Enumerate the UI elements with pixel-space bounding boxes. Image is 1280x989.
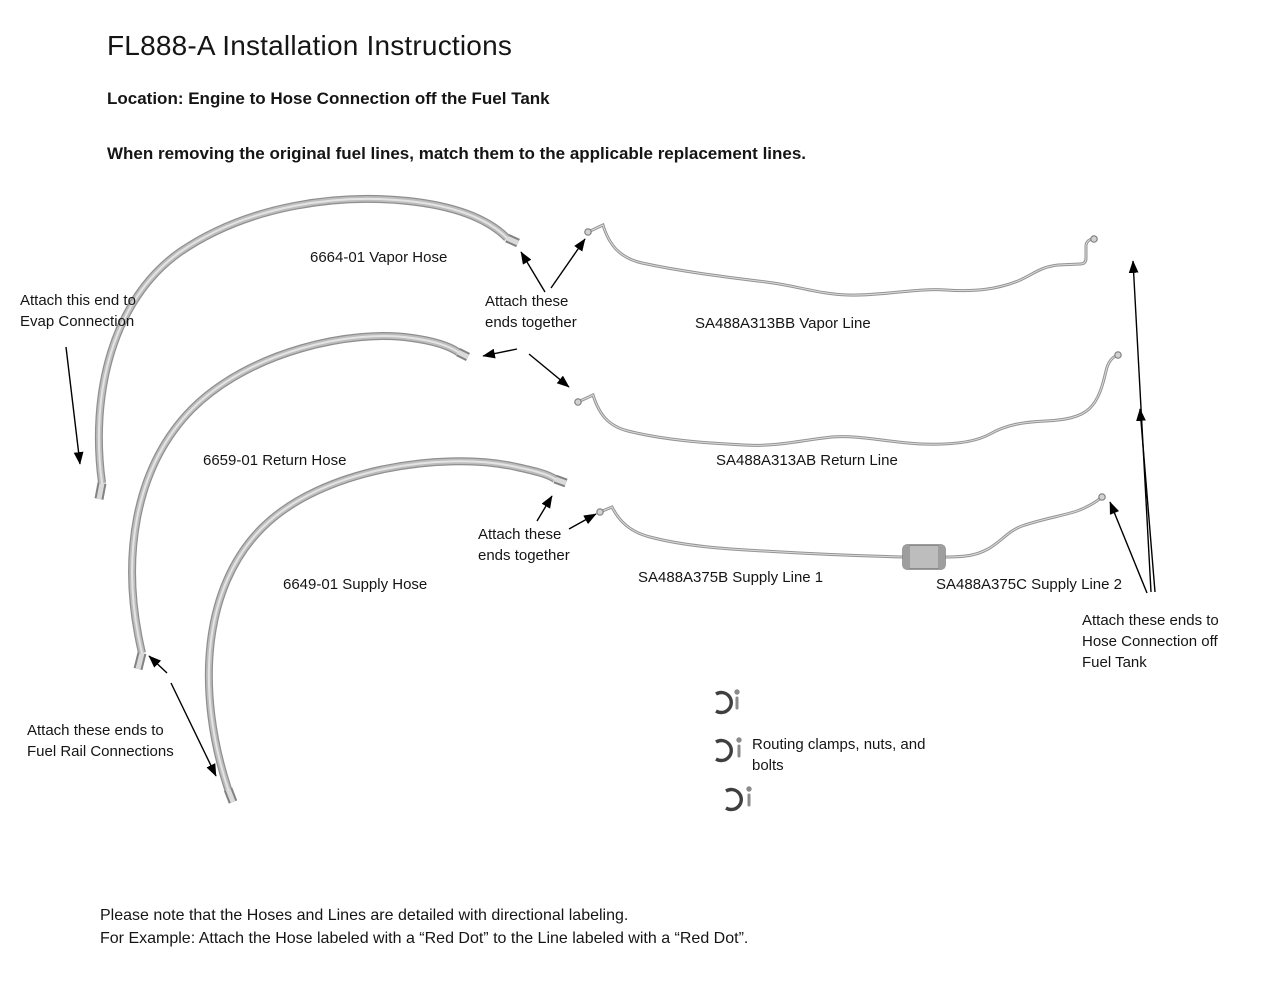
vapor-line [584,223,1098,297]
bolt-icon [736,737,742,758]
vapor-hose [99,199,507,483]
return-hose-label: 6659-01 Return Hose [203,452,347,469]
return-line-label: SA488A313AB Return Line [716,452,898,469]
fuel-tank-note: Attach these ends to Hose Connection off… [1082,612,1219,671]
supply-line-2 [943,493,1106,559]
supply-line-2-label: SA488A375C Supply Line 2 [936,576,1122,593]
attach-ends-mid-note: Attach these ends together [478,526,570,564]
evap-connection-note: Attach this end to Evap Connection [20,292,136,330]
vapor-hose-label: 6664-01 Vapor Hose [310,249,448,266]
page-title: FL888-A Installation Instructions [107,30,513,61]
supply-hose [209,461,555,789]
fuel-filter [902,544,946,570]
supply-line-1 [596,505,905,559]
footer-note-1: Please note that the Hoses and Lines are… [100,907,629,924]
fuel-rail-note: Attach these ends to Fuel Rail Connectio… [27,722,174,760]
supply-line-1-label: SA488A375B Supply Line 1 [638,569,824,586]
annotation-arrows [65,238,1156,777]
vapor-line-label: SA488A313BB Vapor Line [695,315,871,332]
routing-clamp-icon [715,738,733,763]
bolt-icon [734,689,740,710]
return-hose [132,336,458,653]
supply-hose-label: 6649-01 Supply Hose [283,576,428,593]
routing-clamp-icon [725,787,743,812]
removal-warning-note: When removing the original fuel lines, m… [107,144,807,163]
routing-clamp-icon [715,690,733,715]
bolt-icon [746,786,752,807]
return-line [574,351,1122,447]
location-note: Location: Engine to Hose Connection off … [107,89,550,108]
attach-ends-top-note: Attach these ends together [485,293,577,331]
hose-fittings [94,233,568,804]
routing-clamps-note: Routing clamps, nuts, and bolts [752,736,926,774]
footer-note-2: For Example: Attach the Hose labeled wit… [100,930,749,947]
